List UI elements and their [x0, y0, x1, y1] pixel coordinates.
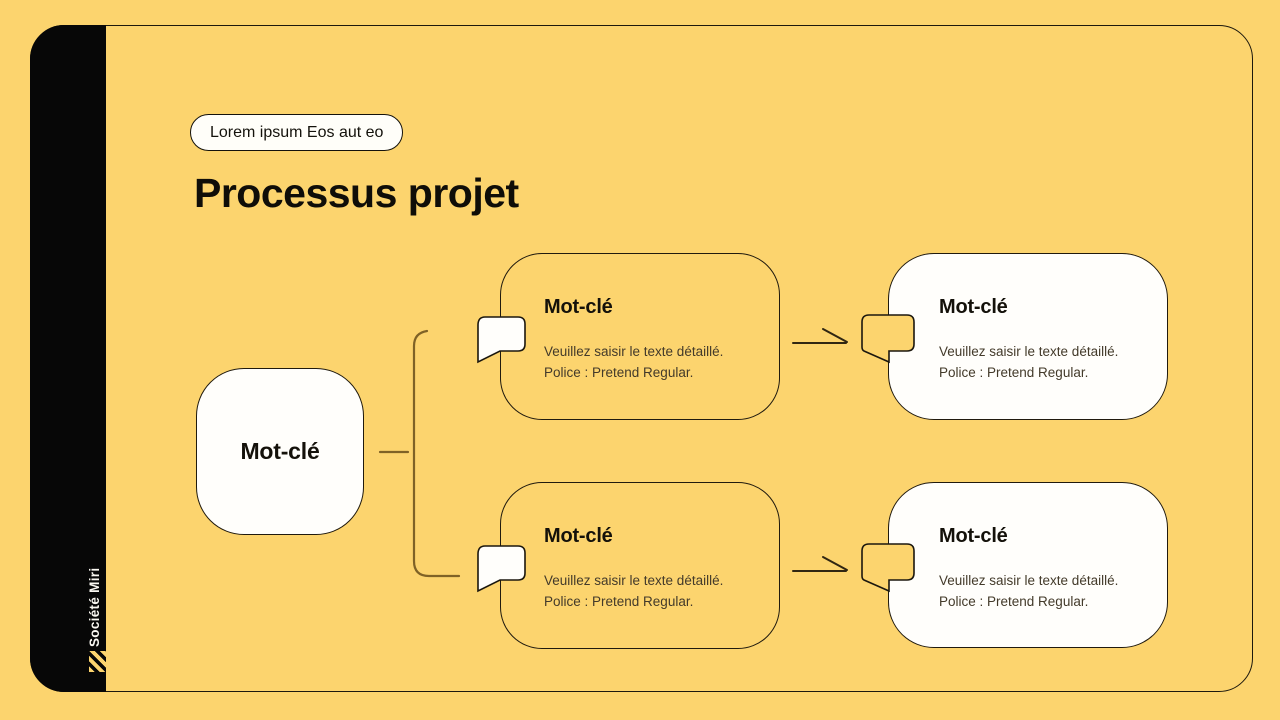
kicker-pill[interactable]: Lorem ipsum Eos aut eo — [190, 114, 404, 151]
sidebar: Société Miri — [30, 25, 110, 692]
diagonal-stripes-icon — [89, 651, 110, 672]
node-description: Police : Pretend Regular. — [544, 364, 694, 380]
node-description: Veuillez saisir le texte détaillé. — [939, 344, 1119, 359]
node-step-bottom[interactable]: Mot-clé Veuillez saisir le texte détaill… — [500, 482, 780, 649]
node-title: Mot-clé — [939, 296, 1008, 318]
node-title: Mot-clé — [544, 296, 613, 318]
node-title: Mot-clé — [544, 525, 613, 547]
node-root[interactable]: Mot-clé — [196, 368, 364, 535]
node-title: Mot-clé — [240, 438, 320, 464]
page-title: Processus projet — [194, 170, 519, 216]
kicker-pill-label: Lorem ipsum Eos aut eo — [210, 123, 384, 141]
node-description: Police : Pretend Regular. — [939, 364, 1089, 380]
node-description: Police : Pretend Regular. — [544, 593, 694, 609]
node-description: Veuillez saisir le texte détaillé. — [544, 344, 724, 359]
node-title: Mot-clé — [939, 525, 1008, 547]
node-result-top[interactable]: Mot-clé Veuillez saisir le texte détaill… — [888, 253, 1168, 420]
node-step-top[interactable]: Mot-clé Veuillez saisir le texte détaill… — [500, 253, 780, 420]
node-description: Veuillez saisir le texte détaillé. — [544, 573, 724, 588]
company-name: Société Miri — [87, 567, 102, 647]
node-description: Police : Pretend Regular. — [939, 593, 1089, 609]
node-result-bottom[interactable]: Mot-clé Veuillez saisir le texte détaill… — [888, 482, 1168, 648]
node-description: Veuillez saisir le texte détaillé. — [939, 573, 1119, 588]
